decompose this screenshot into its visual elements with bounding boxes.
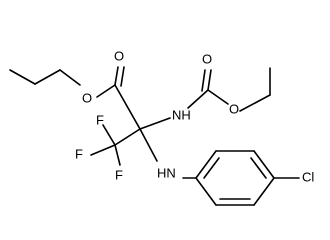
bond <box>201 69 206 92</box>
atom-labels: O O NH O O HN Cl F F F <box>75 48 314 184</box>
atom-cl: Cl <box>302 169 314 184</box>
bond <box>139 117 171 130</box>
bond <box>195 177 217 206</box>
atom-o-ester-carbonyl: O <box>114 48 124 63</box>
bond <box>139 128 158 162</box>
bond <box>239 94 271 112</box>
bond <box>207 89 229 105</box>
atom-o-ester: O <box>82 90 92 105</box>
bond <box>114 66 119 86</box>
bond <box>187 89 209 109</box>
bond <box>102 124 116 146</box>
bond <box>114 128 141 146</box>
bond <box>195 150 217 179</box>
atom-f-left: F <box>75 146 83 161</box>
atom-f-top: F <box>96 112 104 127</box>
bond <box>59 69 81 86</box>
bond <box>120 66 125 87</box>
bond <box>203 157 220 179</box>
bond <box>253 150 275 179</box>
bond <box>250 157 267 179</box>
bond <box>96 84 116 98</box>
atom-o-carbamate: O <box>229 101 239 116</box>
bond <box>114 84 141 130</box>
atom-o-carbamate-carbonyl: O <box>202 51 212 66</box>
chemical-structure: O O NH O O HN Cl F F F <box>9 48 314 206</box>
bond <box>90 144 116 156</box>
atom-f-bottom: F <box>115 167 123 182</box>
bond <box>207 69 212 91</box>
bond <box>34 69 61 85</box>
atom-nh-carbamate: NH <box>172 107 191 122</box>
bond <box>253 177 275 206</box>
bond <box>9 69 36 85</box>
bonds <box>9 66 300 206</box>
bond <box>114 144 121 166</box>
atom-nh-amine: HN <box>157 165 176 180</box>
